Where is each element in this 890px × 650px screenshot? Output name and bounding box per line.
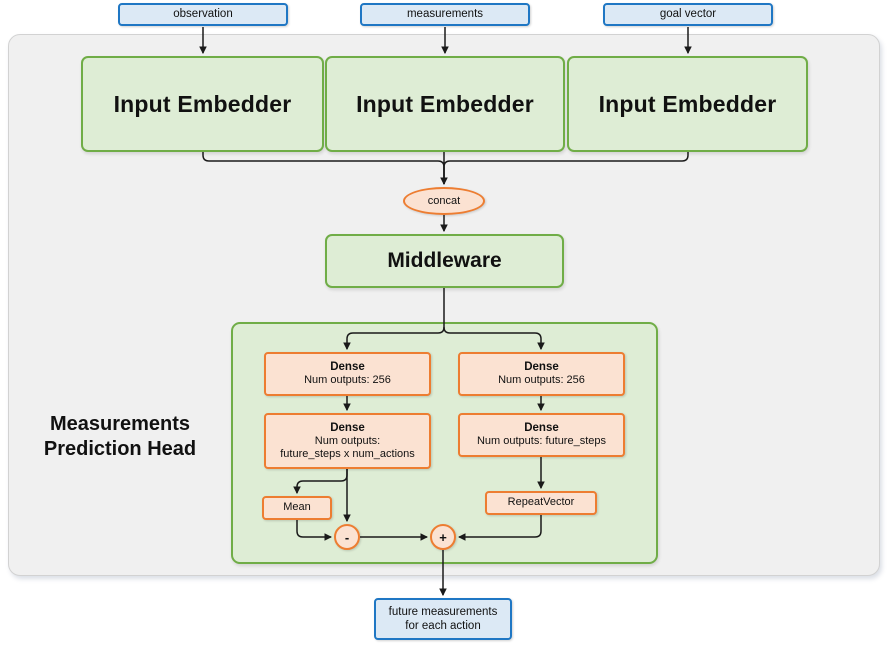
output-box-line-1: future measurements: [388, 605, 498, 618]
input-embedder-measurements-label: Input Embedder: [356, 90, 534, 117]
add-operator[interactable]: +: [430, 524, 456, 550]
dense-left-2-sub-1: Num outputs:: [314, 434, 381, 447]
concat-node[interactable]: concat: [403, 187, 485, 215]
dense-right-1-title: Dense: [524, 361, 559, 374]
input-box-measurements[interactable]: measurements: [360, 3, 530, 26]
head-title-line-1: Measurements: [49, 413, 191, 435]
input-embedder-measurements[interactable]: Input Embedder: [325, 56, 565, 152]
input-box-observation-label: observation: [173, 8, 233, 21]
dense-right-1-sub: Num outputs: 256: [498, 374, 585, 387]
dense-left-2-sub-2: future_steps x num_actions: [280, 448, 415, 460]
concat-label: concat: [427, 195, 461, 207]
add-operator-label: +: [439, 529, 447, 545]
head-title-line-2: Prediction Head: [43, 438, 197, 460]
middleware-label: Middleware: [387, 249, 502, 273]
input-box-goal-vector[interactable]: goal vector: [603, 3, 773, 26]
dense-right-2[interactable]: Dense Num outputs: future_steps: [458, 413, 625, 457]
input-box-measurements-label: measurements: [406, 8, 484, 21]
subtract-operator[interactable]: -: [334, 524, 360, 550]
measurements-prediction-head-title: Measurements Prediction Head: [22, 412, 218, 462]
dense-right-1[interactable]: Dense Num outputs: 256: [458, 352, 625, 396]
mean-op-label: Mean: [283, 501, 311, 514]
input-embedder-observation[interactable]: Input Embedder: [81, 56, 324, 152]
input-embedder-goal-vector-label: Input Embedder: [598, 90, 777, 117]
dense-left-1-sub: Num outputs: 256: [304, 374, 391, 387]
repeat-vector-op-label: RepeatVector: [507, 496, 575, 509]
middleware-block[interactable]: Middleware: [325, 234, 564, 288]
input-box-observation[interactable]: observation: [118, 3, 288, 26]
input-embedder-observation-label: Input Embedder: [113, 90, 292, 117]
mean-op[interactable]: Mean: [262, 496, 332, 520]
output-box[interactable]: future measurements for each action: [374, 598, 512, 640]
dense-left-1-title: Dense: [330, 361, 365, 374]
dense-right-2-title: Dense: [524, 422, 559, 435]
dense-left-2[interactable]: Dense Num outputs: future_steps x num_ac…: [264, 413, 431, 469]
output-box-line-2: for each action: [405, 620, 481, 632]
input-box-goal-vector-label: goal vector: [659, 8, 717, 21]
dense-left-2-title: Dense: [330, 421, 365, 434]
subtract-operator-label: -: [344, 529, 350, 545]
dense-left-1[interactable]: Dense Num outputs: 256: [264, 352, 431, 396]
input-embedder-goal-vector[interactable]: Input Embedder: [567, 56, 808, 152]
dense-right-2-sub: Num outputs: future_steps: [476, 435, 606, 448]
repeat-vector-op[interactable]: RepeatVector: [485, 491, 597, 515]
